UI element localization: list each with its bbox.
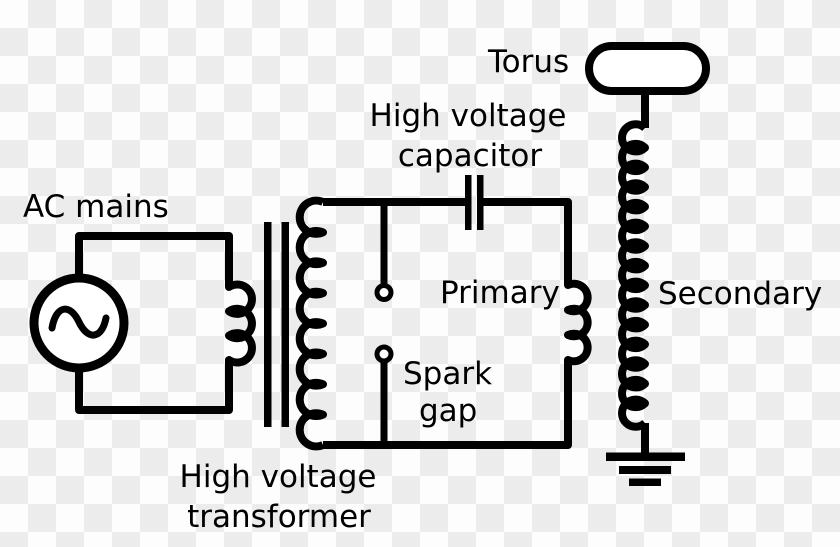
label-primary: Primary [440, 275, 560, 311]
high-voltage-capacitor [465, 175, 484, 230]
primary-circuit-wire [323, 198, 592, 449]
label-spark-line2: gap [419, 393, 477, 429]
circuit-wires [29, 42, 710, 486]
transformer-core-bar-right [281, 222, 289, 427]
spark-gap [374, 202, 394, 445]
ground-bar-bottom [629, 478, 661, 486]
transformer-core-bar-left [264, 222, 272, 427]
transformer-core [264, 222, 289, 427]
spark-gap-lower-ball [374, 344, 394, 364]
ground-bar-top [606, 452, 685, 461]
earth-ground-icon [606, 452, 685, 486]
label-hv-transformer-line2: transformer [187, 499, 371, 535]
ground-bar-middle [619, 466, 671, 474]
transformer-secondary-winding [295, 196, 327, 451]
circuit-labels: AC mains High voltage transformer High v… [23, 44, 822, 535]
torus-electrode [585, 42, 710, 95]
ac-mains-loop-wire [75, 232, 256, 414]
label-spark-line1: Spark [403, 356, 492, 392]
spark-gap-upper-ball [374, 283, 394, 302]
label-secondary: Secondary [658, 276, 822, 312]
capacitor-plate-left [465, 175, 472, 230]
sine-wave-icon [48, 305, 110, 339]
label-ac-mains: AC mains [23, 189, 169, 225]
label-hv-capacitor-line2: capacitor [398, 138, 542, 174]
label-hv-capacitor-line1: High voltage [370, 98, 567, 134]
label-torus: Torus [487, 44, 569, 80]
secondary-coil [618, 120, 649, 431]
capacitor-plate-right [477, 175, 484, 230]
label-hv-transformer-line1: High voltage [180, 459, 377, 495]
